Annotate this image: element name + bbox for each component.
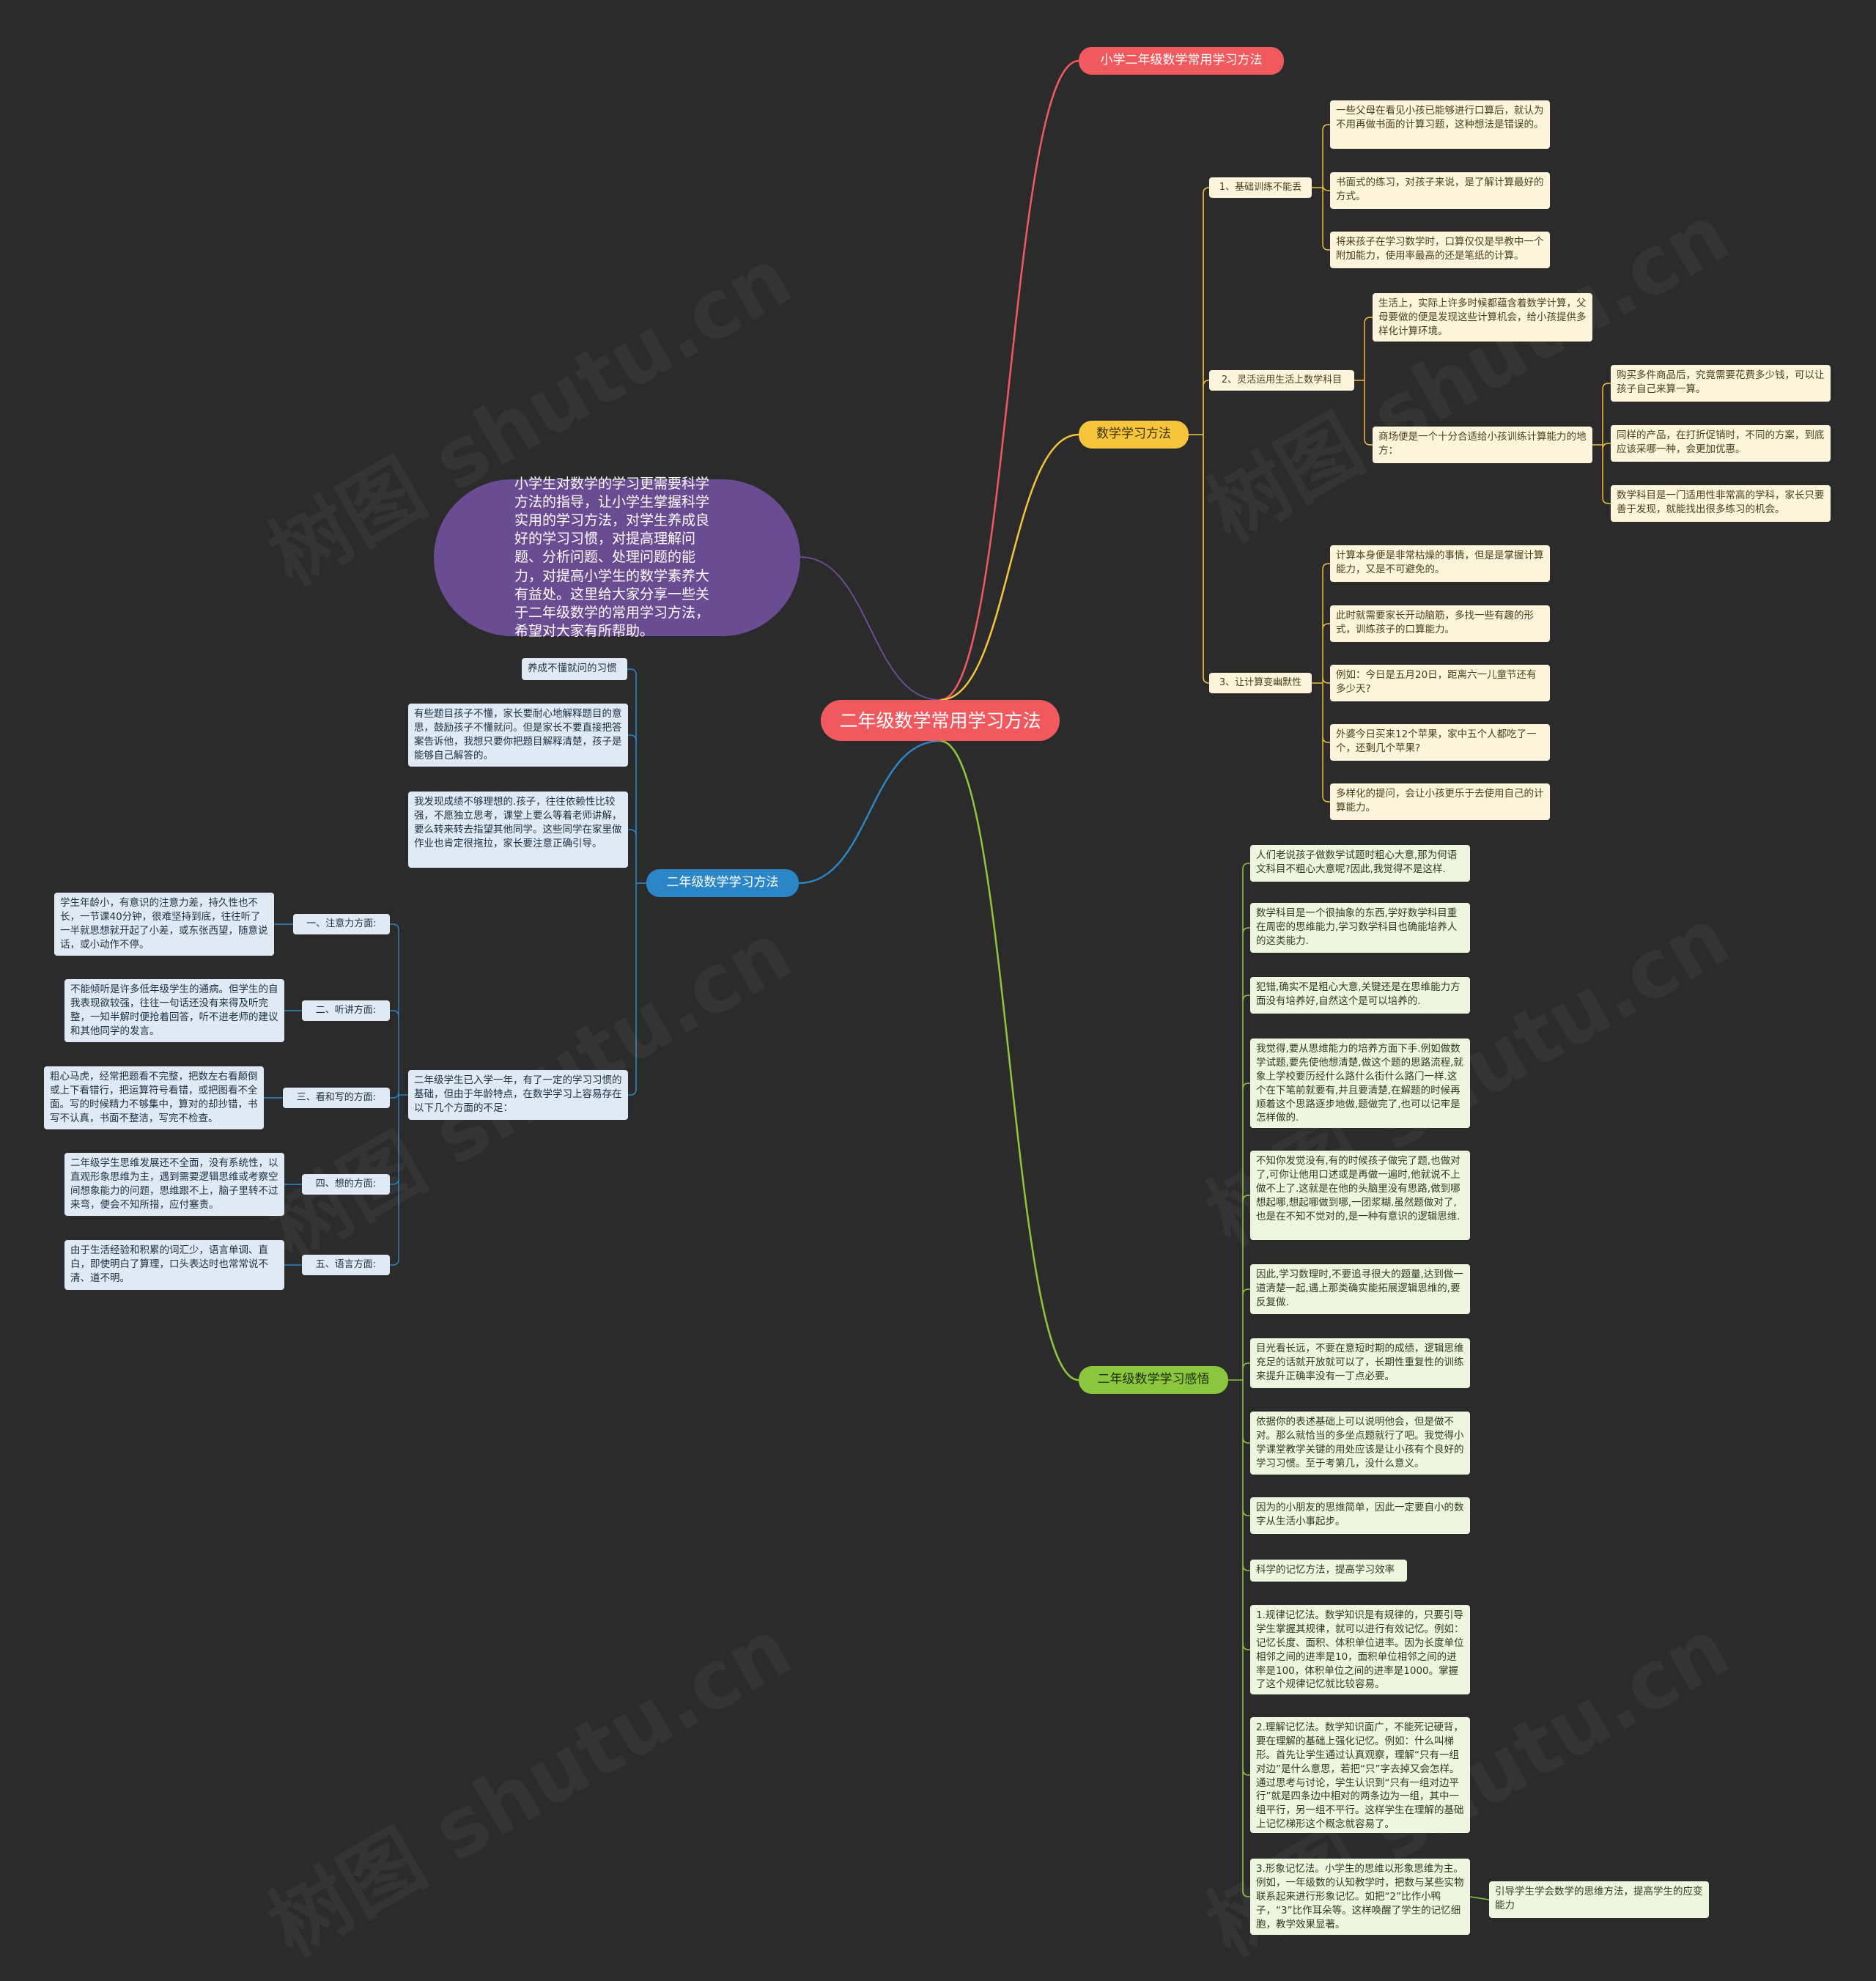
connector-line: [1364, 438, 1373, 446]
connector-line: [1242, 1288, 1250, 1296]
insight-item[interactable]: 不知你发觉没有,有的时候孩子做完了题,也做对了,可你让他用口述或是再做一遍时,他…: [1250, 1151, 1470, 1240]
connector-line: [1203, 380, 1210, 387]
aspect-attention[interactable]: 一、注意力方面:: [293, 914, 390, 934]
method-sub-item[interactable]: 数学科目是一门适用性非常高的学科，家长只要善于发现，就能找出很多练习的机会。: [1611, 485, 1831, 522]
connector-line: [1242, 1509, 1250, 1516]
method-sub-item[interactable]: 同样的产品，在打折促销时，不同的方案，到底应该采哪一种，会更加优惠。: [1611, 425, 1831, 462]
connector-line: [799, 556, 941, 701]
connector-line: [1203, 676, 1210, 684]
insight-item[interactable]: 数学科目是一个很抽象的东西,学好数学科目重在周密的思维能力,学习数学科目也确能培…: [1250, 903, 1470, 953]
connector-line: [1322, 736, 1330, 743]
aspect-detail[interactable]: 学生年龄小，有意识的注意力差，持久性也不长，一节课40分钟，很难坚持到底，往往听…: [54, 893, 274, 956]
insight-item[interactable]: 我觉得,要从思维能力的培养方面下手.例如做数学试题,要先使他想清楚,做这个题的思…: [1250, 1039, 1470, 1128]
study-item[interactable]: 我发现成绩不够理想的.孩子，往往依赖性比较强，不愿独立思考，课堂上要么等着老师讲…: [408, 792, 628, 868]
branch-common-methods[interactable]: 小学二年级数学常用学习方法: [1079, 47, 1284, 75]
aspect-detail[interactable]: 不能倾听是许多低年级学生的通病。但学生的自我表现欲较强，往往一句话还没有来得及听…: [64, 979, 284, 1042]
connector-line: [390, 1178, 399, 1185]
aspect-language[interactable]: 五、语言方面:: [302, 1255, 390, 1275]
connector-line: [627, 668, 637, 676]
aspect-detail[interactable]: 粗心马虎，经常把题看不完整，把数左右看颠倒或上下看错行，把运算符号看错，或把图看…: [44, 1066, 264, 1129]
connector-line: [1242, 1195, 1250, 1202]
connector-line: [1242, 1436, 1250, 1444]
connector-line: [390, 1258, 399, 1266]
branch-math-methods[interactable]: 数学学习方法: [1079, 421, 1189, 449]
insight-item[interactable]: 科学的记忆方法，提高学习效率: [1250, 1560, 1407, 1582]
connector-line: [939, 59, 1079, 701]
method-item[interactable]: 生活上，实际上许多时候都蕴含着数学计算，父母要做的便是发现这些计算机会，给小孩提…: [1373, 293, 1592, 342]
connector-line: [1602, 497, 1611, 504]
branch-study-methods[interactable]: 二年级数学学习方法: [646, 869, 799, 897]
insight-item[interactable]: 1.规律记忆法。数学知识是有规律的，只要引导学生掌握其规律，就可以进行有效记忆。…: [1250, 1605, 1470, 1694]
insight-extra[interactable]: 引导学生学会数学的思维方法，提高学生的应变能力: [1489, 1881, 1709, 1918]
insight-item[interactable]: 因此,学习数理时,不要追寻很大的题量,达到做一道清楚一起,遇上那类确实能拓展逻辑…: [1250, 1264, 1470, 1314]
connector-line: [390, 1010, 399, 1017]
connector-line: [390, 923, 399, 931]
connector-line: [1242, 1768, 1250, 1776]
connector-line: [628, 734, 637, 742]
connector-line: [1602, 443, 1611, 450]
connector-line: [798, 739, 941, 885]
method-item[interactable]: 外婆今日买来12个苹果，家中五个人都吃了一个，还剩几个苹果?: [1330, 724, 1550, 761]
study-item[interactable]: 二年级学生已入学一年，有了一定的学习习惯的基础，但由于年龄特点，在数学学习上容易…: [408, 1070, 628, 1120]
connector-line: [1602, 383, 1611, 390]
aspect-detail[interactable]: 二年级学生思维发展还不全面，没有系统性，以直观形象思维为主，遇到需要逻辑思维或考…: [64, 1153, 284, 1216]
aspect-listening[interactable]: 二、听讲方面:: [302, 1000, 390, 1021]
connector-line: [1322, 795, 1330, 803]
root-topic[interactable]: 二年级数学常用学习方法: [821, 700, 1060, 741]
connector-line: [1322, 243, 1330, 251]
method-item[interactable]: 例如：今日是五月20日，距离六一儿童节还有多少天?: [1330, 665, 1550, 701]
connector-line: [1322, 184, 1330, 191]
connector-line: [1242, 1082, 1250, 1090]
method-humor[interactable]: 3、让计算变幽默性: [1209, 673, 1312, 693]
connector-line: [1242, 995, 1250, 1002]
method-item[interactable]: 商场便是一个十分合适给小孩训练计算能力的地方：: [1373, 427, 1592, 463]
connector-line: [1242, 927, 1250, 934]
method-item[interactable]: 书面式的练习，对孩子来说，是了解计算最好的方式。: [1330, 172, 1550, 209]
intro-summary[interactable]: 小学生对数学的学习更需要科学方法的指导，让小学生掌握科学实用的学习方法，对学生养…: [434, 476, 800, 639]
connector-line: [1322, 676, 1330, 684]
insight-item[interactable]: 犯错,确实不是粗心大意,关键还是在思维能力方面没有培养好,自然这个是可以培养的.: [1250, 977, 1470, 1014]
insight-item[interactable]: 依据你的表述基础上可以说明他会，但是做不对。那么就恰当的多坐点题就行了吧。我觉得…: [1250, 1412, 1470, 1475]
connector-line: [1242, 1564, 1250, 1571]
aspect-detail[interactable]: 由于生活经验和积累的词汇少，语言单调、直白，即使明白了算理，口头表达时也常常说不…: [64, 1240, 284, 1290]
branch-insights[interactable]: 二年级数学学习感悟: [1079, 1366, 1228, 1394]
connector-line: [1203, 187, 1210, 194]
connector-line: [1469, 1896, 1490, 1900]
method-basic-training[interactable]: 1、基础训练不能丢: [1209, 177, 1312, 198]
connector-line: [1242, 863, 1250, 870]
study-item[interactable]: 有些题目孩子不懂，家长要耐心地解释题目的意思，鼓励孩子不懂就问。但是家长不要直接…: [408, 704, 628, 767]
method-sub-item[interactable]: 购买多件商品后，究竟需要花费多少钱，可以让孩子自己来算一算。: [1611, 365, 1831, 402]
connector-line: [1322, 124, 1330, 131]
connector-line: [939, 433, 1079, 701]
insight-item[interactable]: 目光看长远，不要在意短时期的成绩，逻辑思维充足的话就开放就可以了，长期性重复性的…: [1250, 1338, 1470, 1388]
connector-line: [628, 829, 637, 836]
method-item[interactable]: 将来孩子在学习数学时，口算仅仅是早教中一个附加能力，使用率最高的还是笔纸的计算。: [1330, 232, 1550, 268]
connector-line: [1242, 1643, 1250, 1650]
method-item[interactable]: 计算本身便是非常枯燥的事情，但是是掌握计算能力，又是不可避免的。: [1330, 545, 1550, 582]
connector-line: [939, 739, 1079, 1381]
insight-item[interactable]: 人们老说孩子做数学试题时粗心大意,那为何语文科目不粗心大意呢?因此,我觉得不是这…: [1250, 845, 1470, 882]
aspect-thinking[interactable]: 四、想的方面:: [302, 1174, 390, 1195]
connector-line: [1322, 563, 1330, 570]
insight-item[interactable]: 2.理解记忆法。数学知识面广，不能死记硬背，要在理解的基础上强化记忆。例如：什么…: [1250, 1717, 1470, 1833]
insight-item[interactable]: 因为的小朋友的思维简单，因此一定要自小的数字从生活小事起步。: [1250, 1497, 1470, 1534]
method-item[interactable]: 此时就需要家长开动脑筋，多找一些有趣的形式，训练孩子的口算能力。: [1330, 605, 1550, 642]
connector-line: [1364, 317, 1373, 324]
method-item[interactable]: 一些父母在看见小孩已能够进行口算后，就认为不用再做书面的计算习题，这种想法是错误…: [1330, 100, 1550, 149]
method-life-math[interactable]: 2、灵活运用生活上数学科目: [1209, 370, 1354, 391]
connector-line: [628, 1088, 637, 1096]
study-item[interactable]: 养成不懂就问的习惯: [522, 658, 627, 680]
method-item[interactable]: 多样化的提问，会让小孩更乐于去使用自己的计算能力。: [1330, 783, 1550, 820]
connector-line: [1242, 1362, 1250, 1370]
connector-line: [1322, 623, 1330, 630]
connector-line: [390, 1091, 399, 1099]
connector-line: [1242, 1890, 1250, 1897]
insight-item[interactable]: 3.形象记忆法。小学生的思维以形象思维为主。例如，一年级数的认知教学时，把数与某…: [1250, 1859, 1470, 1935]
aspect-reading-writing[interactable]: 三、看和写的方面:: [283, 1088, 390, 1108]
